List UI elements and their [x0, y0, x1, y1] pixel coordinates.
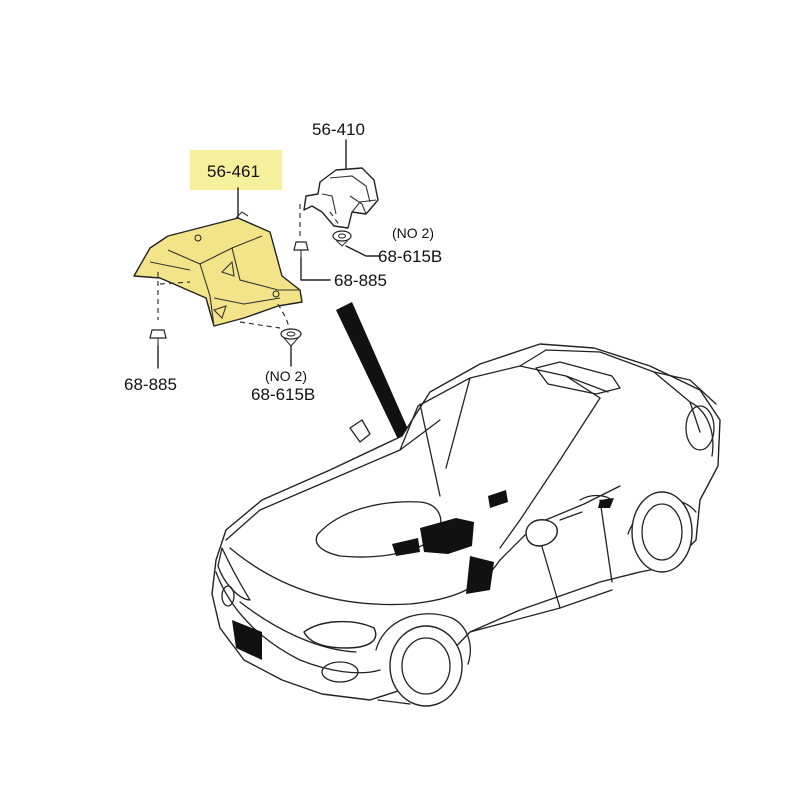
tunnel-insulator-part-56-410[interactable]	[303, 167, 379, 229]
car-illustration	[211, 343, 721, 707]
note-no2-bottom: (NO 2)	[265, 368, 307, 384]
bolt-right[interactable]	[293, 241, 331, 281]
part-number-56-461: 56-461	[207, 162, 260, 181]
note-no2-right: (NO 2)	[392, 225, 434, 241]
clip-right[interactable]	[332, 230, 381, 257]
part-number-68-615b-bottom: 68-615B	[251, 385, 315, 404]
part-number-68-615b-right: 68-615B	[378, 247, 442, 266]
bolt-left[interactable]	[149, 329, 167, 369]
part-number-68-885-right: 68-885	[334, 271, 387, 290]
highlighted-part-label-group: 56-461	[190, 150, 282, 219]
clip-bottom[interactable]	[280, 328, 302, 367]
part-number-56-410: 56-410	[312, 120, 365, 139]
part-highlight-box	[190, 150, 282, 190]
part-number-68-885-left: 68-885	[124, 375, 177, 394]
insulator-part-56-461[interactable]	[133, 211, 303, 327]
